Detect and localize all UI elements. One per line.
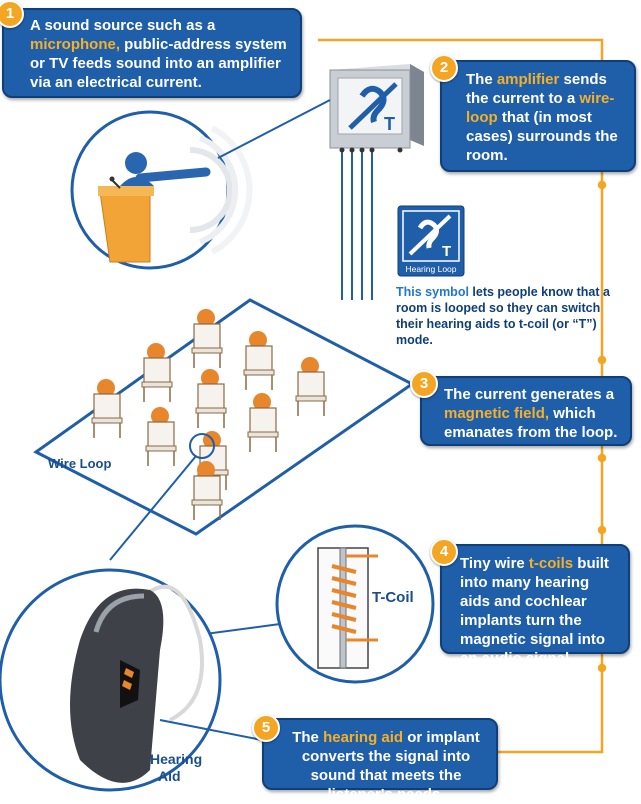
step-3-number: 3 [410, 370, 438, 398]
amplifier-icon: T [329, 64, 424, 153]
chair-icon [191, 309, 223, 368]
step-4-text-post: built into many hearing aids and cochlea… [460, 555, 609, 667]
step-2-highlight-2: wire-loop [466, 90, 615, 126]
t-coil-icon: T-Coil [275, 524, 435, 684]
step-4-number: 4 [430, 538, 458, 566]
step-5-text-pre: The [292, 729, 324, 746]
chair-icon [145, 407, 177, 466]
step-5-text-post: or implant converts the signal into soun… [301, 729, 480, 803]
chair-icon [295, 357, 327, 416]
connector-lines [318, 38, 607, 754]
chairs-group [91, 309, 327, 520]
chair-icon [141, 343, 173, 402]
step-1-highlight: microphone, [30, 36, 121, 53]
speaker-to-amp-line [217, 99, 331, 159]
wire-loop-label: Wire Loop [48, 456, 111, 471]
step-3-highlight: magnetic field, [444, 405, 550, 422]
hearing-aid-label-2: Aid [158, 768, 181, 784]
step-3-text-post: which emanates from the loop. [444, 405, 618, 441]
symbol-explanation: This symbol lets people know that a room… [396, 284, 626, 348]
symbol-t-letter: T [442, 243, 451, 260]
step-3-text-pre: The current generates a [444, 386, 615, 403]
zoom-line [109, 455, 197, 561]
step-5-highlight: hearing aid [323, 729, 404, 746]
step-1-text-pre: A sound source such as a [30, 17, 216, 34]
amplifier-t-letter: T [384, 114, 395, 134]
step-2-highlight-1: amplifier [496, 71, 560, 88]
symbol-text-post: lets people know that a room is looped s… [396, 285, 610, 347]
aid-to-step5-line [159, 719, 263, 741]
t-coil-label: T-Coil [372, 589, 414, 606]
step-2-callout: 2 The amplifier sends the current to a w… [430, 54, 636, 172]
hearing-loop-caption: Hearing Loop [405, 264, 456, 274]
step-2-text-mid: sends the current to a [466, 71, 607, 107]
hearing-loop-symbol-icon: T Hearing Loop [397, 205, 465, 277]
symbol-highlight: This symbol [396, 285, 469, 299]
step-2-text-pre: The [466, 71, 497, 88]
chair-icon [243, 331, 275, 390]
chair-icon [91, 379, 123, 438]
speaker-circle [70, 110, 253, 270]
chair-icon [195, 369, 227, 428]
step-4-callout: 4 Tiny wire t-coils built into many hear… [430, 538, 630, 667]
step-1-number: 1 [0, 0, 24, 28]
step-2-number: 2 [430, 54, 458, 82]
step-4-highlight: t-coils [528, 555, 574, 572]
zoom-marker [189, 433, 215, 459]
step-1-text-post: public-address system or TV feeds sound … [30, 36, 287, 91]
step-3-callout: 3 The current generates a magnetic field… [410, 370, 632, 446]
hearing-aid-icon: Hearing Aid [0, 568, 222, 792]
step-2-text-post: that (in most cases) surrounds the room. [466, 109, 618, 164]
step-5-number: 5 [252, 714, 280, 742]
chair-icon [247, 393, 279, 452]
hearing-aid-label-1: Hearing [150, 751, 202, 767]
step-4-text-pre: Tiny wire [460, 555, 529, 572]
chair-icon [191, 461, 223, 520]
step-1-callout: 1 A sound source such as a microphone, p… [0, 0, 302, 98]
amplifier-wires [341, 150, 373, 300]
step-5-callout: 5 The hearing aid or implant converts th… [252, 714, 498, 803]
